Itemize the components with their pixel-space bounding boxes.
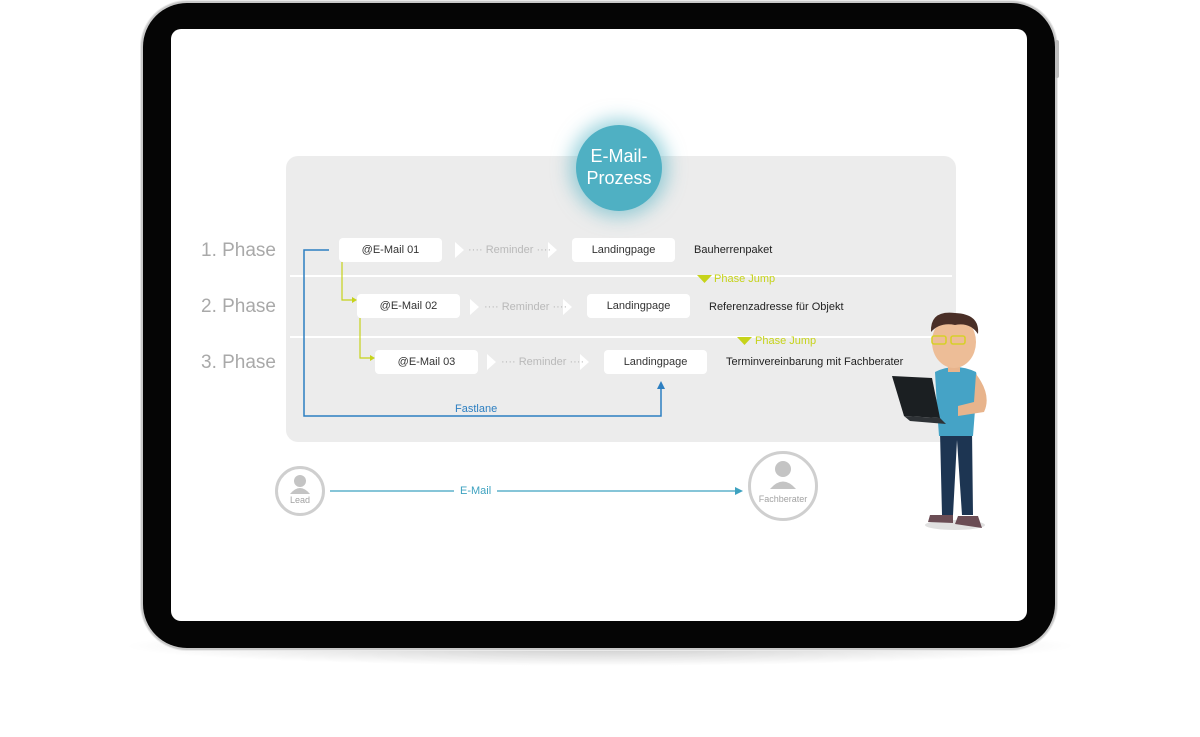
phase-connector-arrow [352, 297, 357, 303]
tablet-side-button [1055, 40, 1059, 78]
reminder-label: Reminder [501, 301, 550, 313]
email-box-3: @E-Mail 03 [375, 350, 478, 374]
landingpage-box-2: Landingpage [587, 294, 690, 318]
person-icon [290, 475, 310, 494]
result-2: Referenzadresse für Objekt [709, 301, 844, 313]
phase-1-label: 1. Phase [201, 240, 276, 261]
phase-connector [341, 262, 352, 301]
reminder-chevron [548, 242, 557, 258]
phase-jump-triangle [697, 275, 712, 283]
reminder-1: ···· Reminder ···· [468, 244, 552, 256]
reminder-chevron [470, 299, 479, 315]
fastlane-line [303, 249, 662, 417]
person-icon [770, 461, 796, 489]
fastlane-label: Fastlane [455, 403, 498, 415]
phase-jump-triangle [737, 337, 752, 345]
result-3: Terminvereinbarung mit Fachberater [726, 356, 904, 368]
landingpage-box-3: Landingpage [604, 350, 707, 374]
fastlane-arrow [657, 381, 665, 389]
reminder-chevron [487, 354, 496, 370]
phase-connector-arrow [370, 355, 375, 361]
reminder-3: ···· Reminder ···· [501, 356, 585, 368]
phase-connector [359, 318, 370, 359]
title-line-2: Prozess [586, 168, 652, 188]
phase-3-label: 3. Phase [201, 352, 276, 373]
reminder-label: Reminder [485, 244, 534, 256]
phase-2-label: 2. Phase [201, 296, 276, 317]
landingpage-box-1: Landingpage [572, 238, 675, 262]
reminder-label: Reminder [518, 356, 567, 368]
email-flow-arrow [735, 487, 743, 495]
result-1: Bauherrenpaket [694, 244, 773, 256]
phase-jump-label-1: Phase Jump [714, 273, 776, 285]
email-box-2: @E-Mail 02 [357, 294, 460, 318]
reminder-2: ···· Reminder ···· [484, 301, 568, 313]
email-process-title: E-Mail- Prozess [576, 145, 662, 189]
tablet-top-button [960, 0, 994, 4]
email-flow-label: E-Mail [454, 485, 498, 497]
email-process-badge [576, 125, 662, 211]
tablet-top-button [920, 0, 954, 4]
title-line-1: E-Mail- [590, 146, 648, 166]
man-with-laptop-illustration [892, 312, 987, 530]
email-box-1: @E-Mail 01 [339, 238, 442, 262]
reminder-chevron [580, 354, 589, 370]
fachberater-label: Fachberater [758, 494, 808, 504]
lead-label: Lead [289, 495, 311, 505]
reminder-chevron [455, 242, 464, 258]
phase-jump-label-2: Phase Jump [755, 335, 817, 347]
reminder-chevron [563, 299, 572, 315]
